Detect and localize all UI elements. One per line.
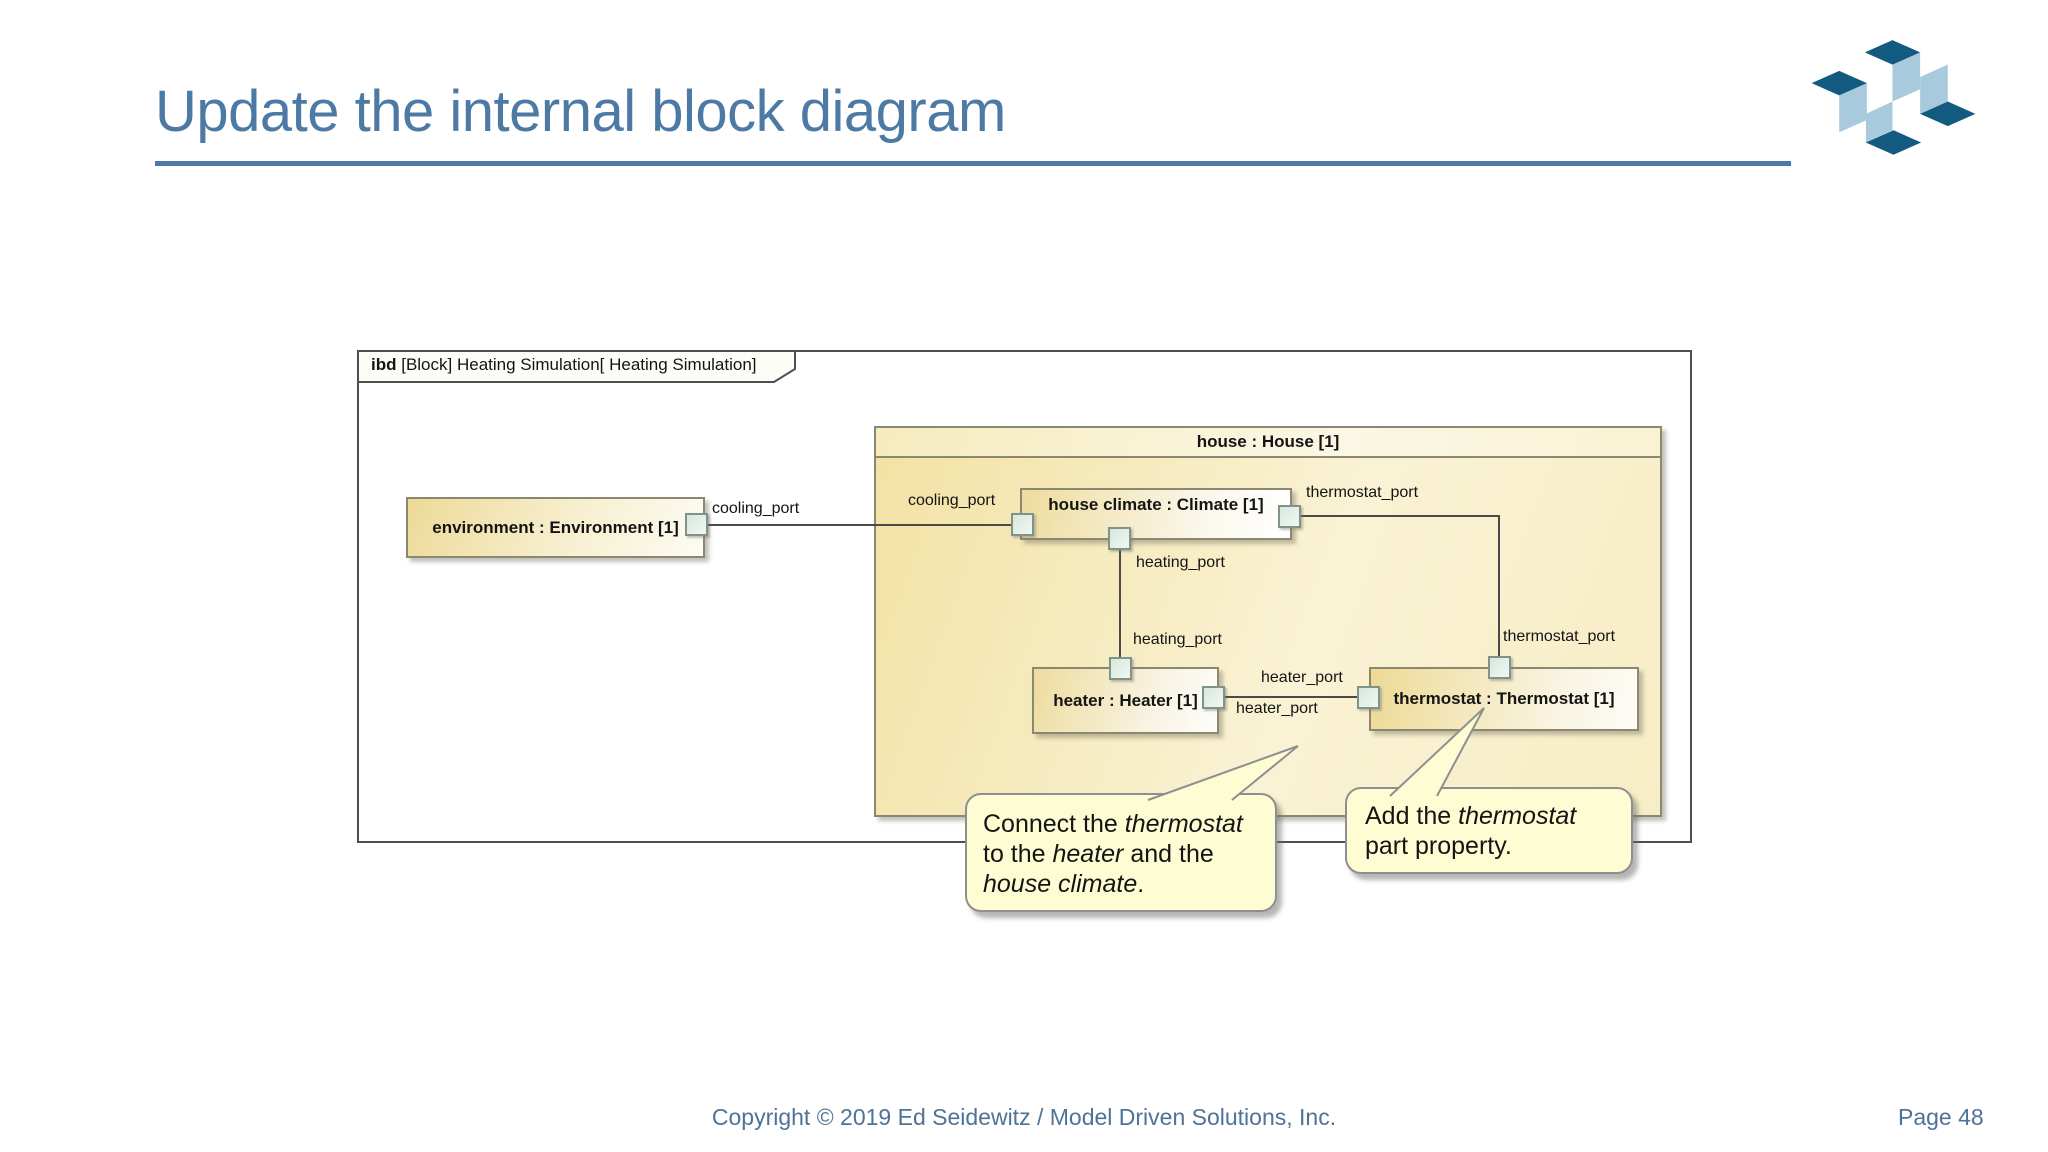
connector-climate-heater xyxy=(1119,539,1121,669)
diagram-frame-label: ibd [Block] Heating Simulation[ Heating … xyxy=(371,355,757,375)
block-house-header: house : House [1] xyxy=(876,428,1660,458)
label-heater-port-upper: heater_port xyxy=(1261,669,1343,686)
block-environment-label: environment : Environment [1] xyxy=(432,517,679,537)
block-environment: environment : Environment [1] xyxy=(406,497,705,558)
port-climate-heating xyxy=(1108,527,1131,550)
footer-page-number: Page 48 xyxy=(1898,1104,1984,1130)
port-environment-cooling xyxy=(685,513,708,536)
block-house-climate: house climate : Climate [1] xyxy=(1020,488,1292,540)
callout-add-tail xyxy=(1389,707,1485,797)
label-thermostat-port-climate: thermostat_port xyxy=(1306,484,1419,501)
title-underline xyxy=(155,161,1791,166)
block-house-label: house : House [1] xyxy=(1196,432,1340,451)
callout-add-thermostat: Add the thermostat part property. xyxy=(1345,787,1633,874)
company-logo-icon xyxy=(1811,40,1976,155)
frame-name: [Block] Heating Simulation[ Heating Simu… xyxy=(396,355,757,374)
block-thermostat-label: thermostat : Thermostat [1] xyxy=(1393,689,1615,708)
diagram-frame-tab xyxy=(357,350,796,383)
block-heater-label: heater : Heater [1] xyxy=(1053,690,1198,710)
port-heater-heating xyxy=(1109,657,1132,680)
callout-connect-thermostat: Connect the thermostat to the heater and… xyxy=(965,793,1277,912)
port-climate-cooling xyxy=(1011,513,1034,536)
callout-connect-tail xyxy=(1147,745,1299,801)
connector-heater-thermostat xyxy=(1214,696,1359,698)
label-cooling-port-house: cooling_port xyxy=(908,492,996,509)
footer-copyright: Copyright © 2019 Ed Seidewitz / Model Dr… xyxy=(711,1104,1337,1130)
port-heater-heater xyxy=(1202,686,1225,709)
label-heating-port-climate: heating_port xyxy=(1136,554,1225,571)
label-cooling-port-environment: cooling_port xyxy=(712,500,800,517)
label-heating-port-heater: heating_port xyxy=(1133,631,1222,648)
port-thermostat-heater xyxy=(1357,686,1380,709)
block-house-climate-label: house climate : Climate [1] xyxy=(1048,495,1264,514)
label-heater-port-lower: heater_port xyxy=(1236,700,1318,717)
connector-climate-thermostat-horizontal xyxy=(1290,515,1500,517)
port-climate-thermostat xyxy=(1278,505,1301,528)
label-thermostat-port-top: thermostat_port xyxy=(1503,628,1616,645)
frame-keyword: ibd xyxy=(371,355,397,374)
page-title: Update the internal block diagram xyxy=(155,79,1006,144)
port-thermostat-top xyxy=(1488,656,1511,679)
connector-environment-climate xyxy=(697,524,1012,526)
connector-climate-thermostat-vertical xyxy=(1498,515,1500,658)
